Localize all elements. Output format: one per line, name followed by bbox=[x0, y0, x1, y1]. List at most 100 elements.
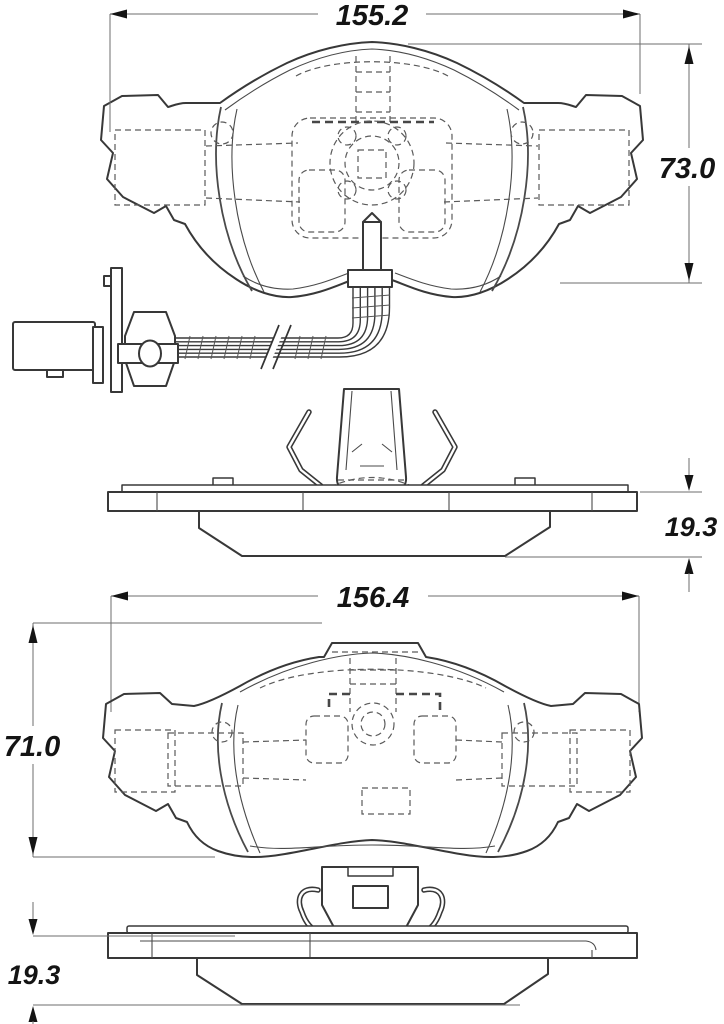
backing-plate-side bbox=[107, 932, 638, 959]
retention-clip-notch bbox=[347, 866, 394, 877]
dimension-pad2-width: 156.4 bbox=[110, 582, 640, 712]
pad2-lower-square bbox=[361, 787, 411, 815]
pad2-right-hole bbox=[513, 721, 535, 743]
sensor-wire-strand bbox=[176, 288, 361, 343]
dimension-pad2-height: 71.0 bbox=[0, 622, 322, 858]
pad1-inner-bottom-edge bbox=[242, 272, 502, 290]
pad2-wing-dash bbox=[455, 777, 503, 781]
dim-label-pad2-height: 71.0 bbox=[4, 731, 60, 763]
pad1-wing-dash bbox=[205, 142, 299, 147]
wire-break-gap bbox=[259, 322, 287, 374]
pad1-center-square bbox=[357, 149, 387, 179]
pad2-wing-dash bbox=[242, 777, 307, 781]
wire-break-slash bbox=[260, 324, 280, 370]
sensor-wire-strand bbox=[176, 288, 383, 354]
sensor-wire-strand bbox=[176, 288, 376, 351]
dim-label-pad2-width: 156.4 bbox=[337, 582, 410, 614]
backing-plate-side bbox=[107, 491, 638, 512]
shim-strip bbox=[121, 484, 629, 493]
pad1-left-divider-inner bbox=[231, 108, 265, 293]
retention-clip-window bbox=[352, 885, 389, 909]
pad2-abutment-dash bbox=[396, 692, 442, 712]
plate-inner-line bbox=[140, 940, 597, 951]
pad1-right-cutout bbox=[398, 169, 446, 233]
dimension-pad2-thickness: 19.3 bbox=[8, 902, 520, 1024]
pad2-left-divider bbox=[217, 702, 249, 853]
pad1-side-view bbox=[107, 388, 638, 557]
dim-label-pad2-thickness: 19.3 bbox=[8, 960, 61, 990]
pad2-left-divider-inner bbox=[233, 704, 261, 854]
sensor-post-cap bbox=[362, 212, 382, 223]
pad1-front-view bbox=[100, 41, 644, 299]
pad1-wing-dash bbox=[205, 197, 301, 203]
clip-detail bbox=[351, 443, 393, 453]
pad1-right-divider bbox=[491, 106, 529, 292]
connector-latch bbox=[46, 369, 64, 378]
clip-base-hidden bbox=[329, 476, 415, 488]
sensor-wire-strand bbox=[176, 288, 391, 358]
pad1-petal bbox=[337, 180, 357, 200]
wire-hatching bbox=[184, 294, 391, 360]
pad2-inner-bottom-edge bbox=[249, 844, 496, 849]
pad1-left-ear-hidden bbox=[114, 129, 206, 206]
pad1-petal bbox=[337, 126, 357, 146]
dim-label-pad1-height: 73.0 bbox=[659, 153, 715, 185]
pad1-dome-hidden-line bbox=[295, 61, 449, 77]
clip-wing-arms bbox=[286, 409, 458, 489]
pad2-right-wing-hidden bbox=[501, 732, 578, 787]
pad2-center-hole-inner bbox=[360, 711, 386, 737]
dim-label-pad1-thickness: 19.3 bbox=[665, 512, 718, 542]
friction-material-side bbox=[198, 510, 551, 557]
dimension-pad1-height: 73.0 bbox=[408, 43, 724, 284]
pad2-side-view bbox=[107, 866, 638, 1005]
sensor-wire-strand bbox=[176, 288, 369, 347]
pad1-left-cutout bbox=[298, 169, 346, 233]
pad2-wing-dash bbox=[242, 739, 307, 743]
pad1-left-divider bbox=[215, 106, 253, 292]
sensor-post bbox=[362, 221, 382, 271]
pad2-right-ear-hidden bbox=[569, 729, 631, 793]
pad2-left-cutout bbox=[305, 715, 349, 764]
friction-material-side bbox=[196, 957, 549, 1005]
pad1-piston-contact-inner bbox=[344, 135, 400, 191]
pad2-right-cutout bbox=[413, 715, 457, 764]
pad2-dome-hidden-line bbox=[259, 668, 487, 689]
mounting-bracket-bar bbox=[110, 267, 123, 393]
pad1-petal bbox=[387, 126, 407, 146]
pad2-backing-plate-outline bbox=[102, 642, 643, 859]
pad1-wing-dash bbox=[443, 197, 539, 203]
pad2-front-view bbox=[102, 642, 643, 859]
sensor-wire-strand bbox=[176, 288, 354, 339]
dim-label-pad1-width: 155.2 bbox=[336, 0, 409, 32]
pad1-inner-top-edge bbox=[224, 48, 520, 111]
grommet-boss bbox=[138, 339, 162, 368]
clip-inner-lines bbox=[345, 390, 398, 471]
pad2-left-ear-hidden bbox=[114, 729, 176, 793]
pad2-inner-top-edge bbox=[239, 652, 505, 693]
dimension-pad1-thickness: 19.3 bbox=[505, 458, 717, 592]
pad2-right-divider-inner bbox=[485, 704, 513, 854]
pad2-abutment-dash bbox=[327, 692, 350, 712]
wire-break-slash bbox=[272, 324, 292, 370]
pad2-center-hole bbox=[351, 702, 395, 746]
connector-flange bbox=[92, 326, 104, 384]
pad1-petal bbox=[387, 180, 407, 200]
pad1-piston-contact-outer bbox=[329, 120, 415, 206]
pad1-caliper-contact-outline bbox=[291, 117, 453, 239]
sensor-collar bbox=[347, 269, 393, 288]
bracket-notch bbox=[103, 275, 112, 287]
pad2-left-wing-hidden bbox=[167, 732, 244, 787]
sensor-connector-body bbox=[12, 321, 96, 371]
pad2-right-divider bbox=[497, 702, 529, 853]
pad2-wing-dash bbox=[455, 739, 503, 743]
dimension-pad1-width: 155.2 bbox=[109, 0, 641, 132]
shim-strip bbox=[126, 925, 629, 934]
pad2-left-hole bbox=[211, 721, 233, 743]
pad-spring-clip bbox=[335, 388, 408, 490]
pad1-left-hole bbox=[210, 121, 234, 145]
pad1-wing-dash bbox=[445, 142, 539, 147]
pad1-right-hole bbox=[510, 121, 534, 145]
wear-sensor-assembly bbox=[12, 212, 393, 393]
